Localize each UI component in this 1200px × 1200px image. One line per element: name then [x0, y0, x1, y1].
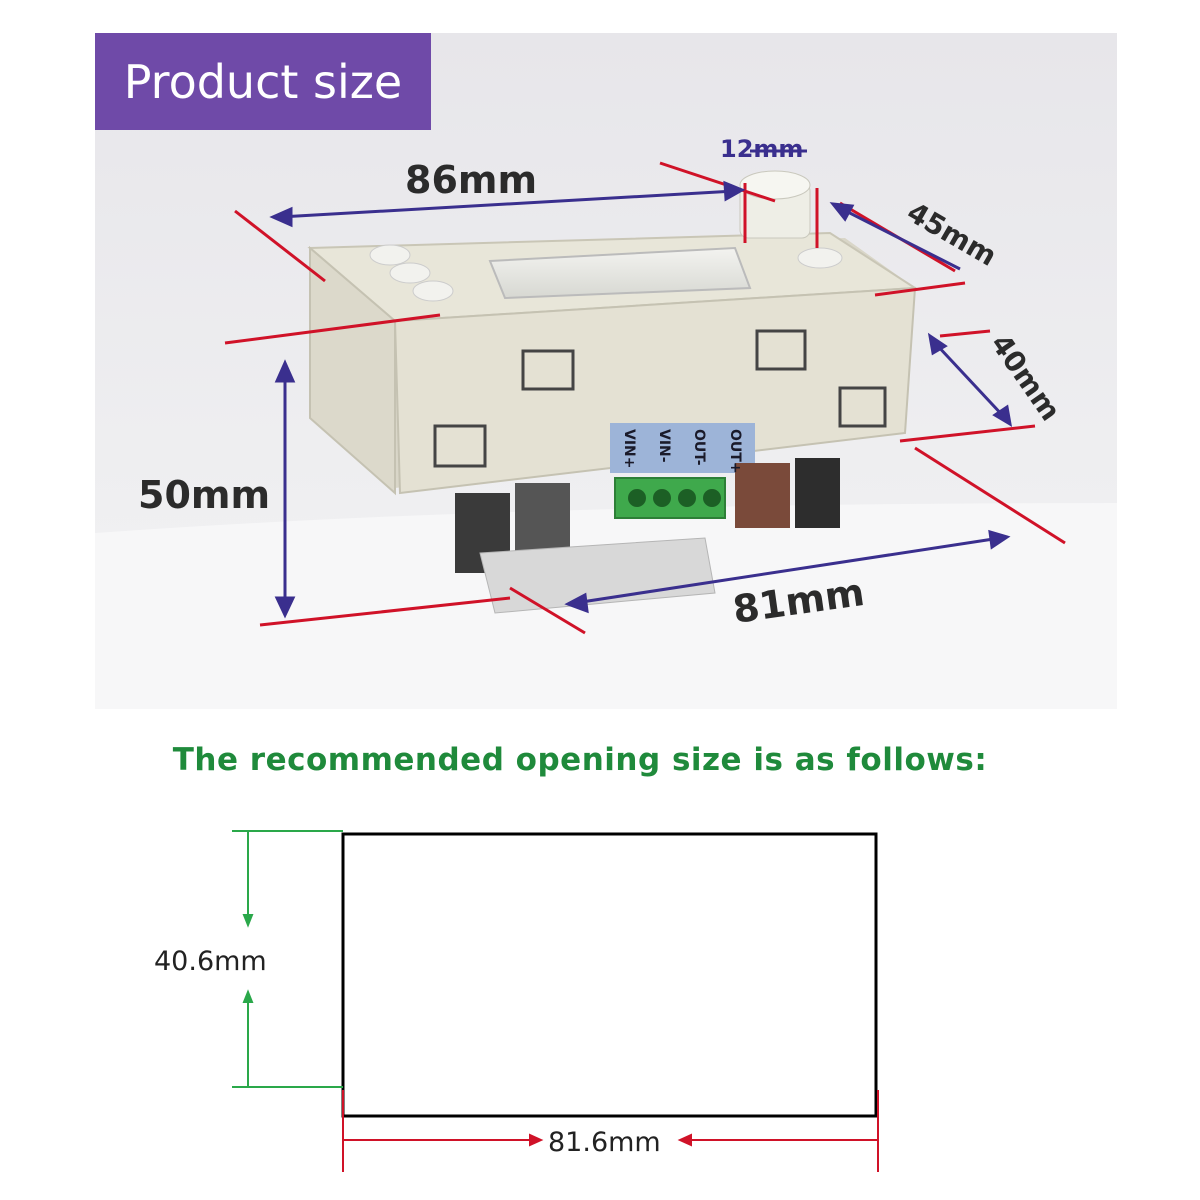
terminal-out-plus: OUT+ — [727, 429, 743, 474]
opening-width-label: 81.6mm — [548, 1127, 661, 1158]
terminal-vin-minus: VIN- — [656, 429, 672, 463]
terminal-out-minus: OUT- — [691, 429, 707, 466]
opening-rectangle — [341, 832, 878, 1118]
width-guides — [342, 1090, 879, 1172]
terminal-vin-plus: VIN+ — [621, 429, 637, 469]
dim-50mm-label: 50mm — [138, 473, 270, 517]
product-size-header: Product size — [95, 33, 431, 130]
product-illustration: 86mm 12mm 45mm 40mm 50mm 81mm VIN+ VIN- … — [95, 33, 1117, 709]
product-photo: 86mm 12mm 45mm 40mm 50mm 81mm VIN+ VIN- … — [95, 33, 1117, 709]
page-title: Product size — [123, 54, 403, 109]
dim-86mm-label: 86mm — [405, 158, 537, 202]
dim-12mm-label: 12mm — [720, 135, 803, 163]
opening-height-label: 40.6mm — [154, 946, 267, 977]
height-guides — [232, 830, 343, 1088]
opening-size-title: The recommended opening size is as follo… — [172, 742, 988, 778]
